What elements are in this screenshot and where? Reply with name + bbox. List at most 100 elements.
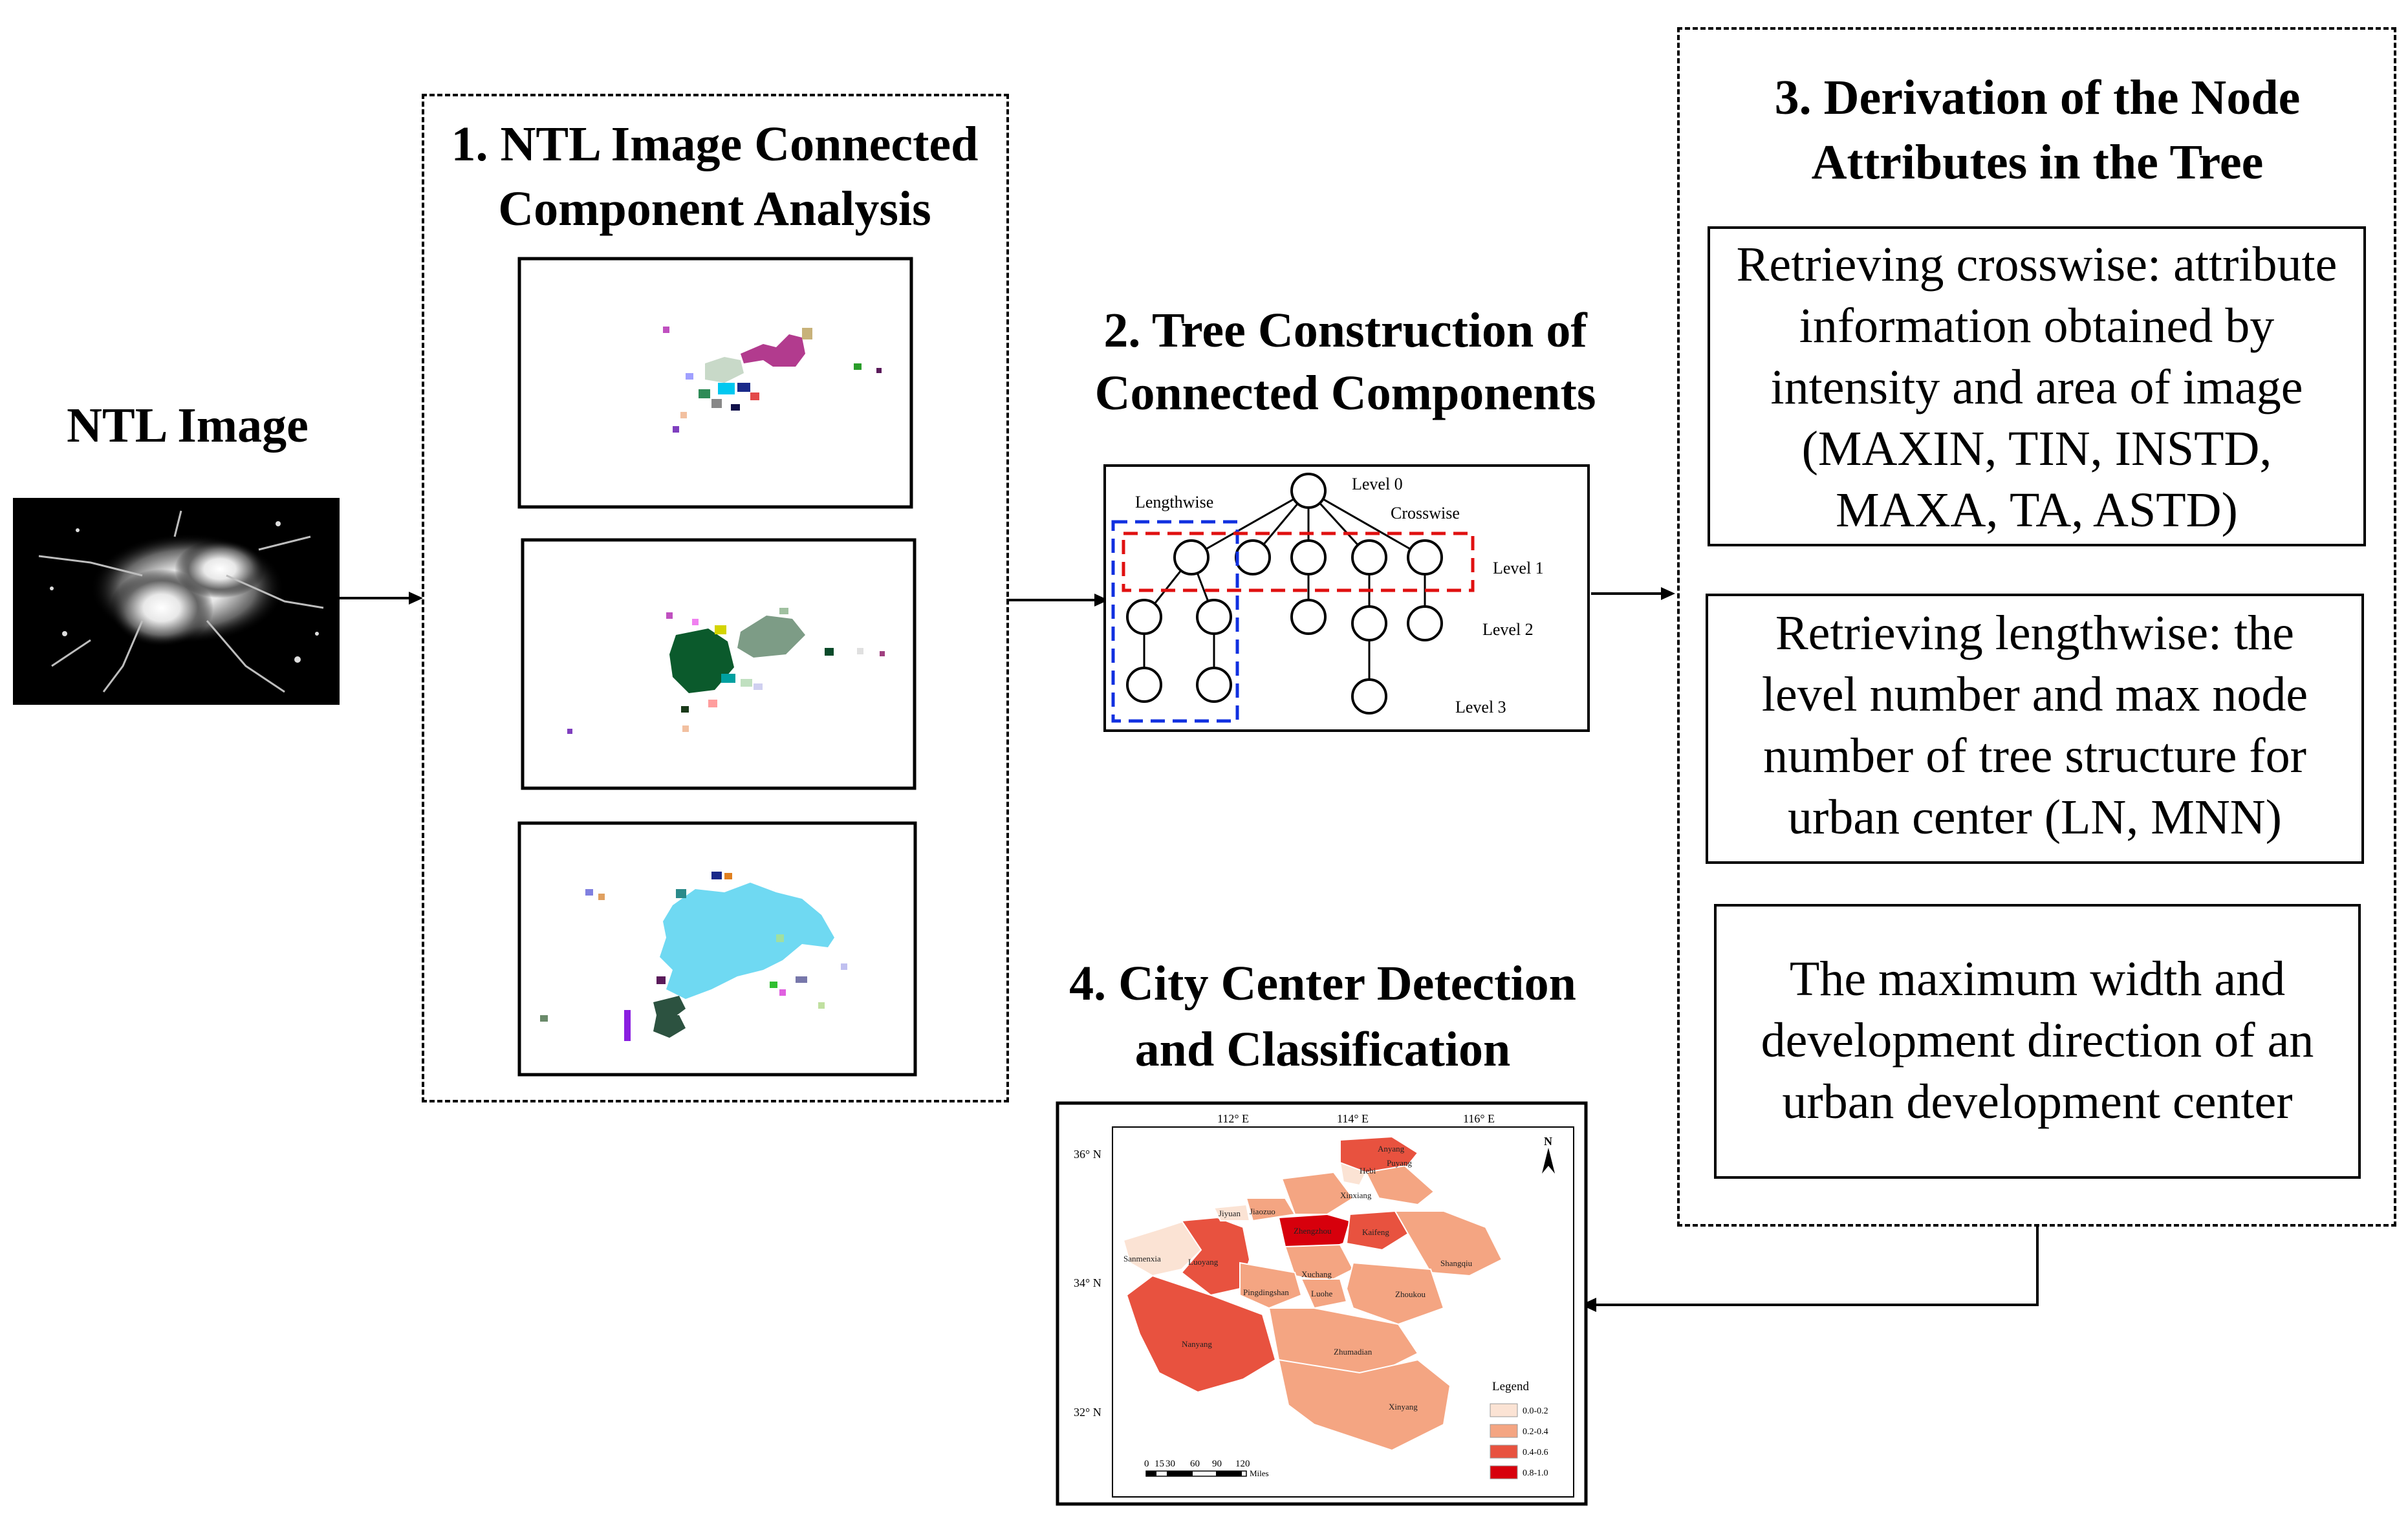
region-nanyang [1125,1274,1277,1393]
legend-swatch [1490,1403,1518,1417]
city-label: Luoyang [1188,1257,1219,1267]
city-label: Sanmenxia [1123,1254,1161,1263]
north-arrow-icon: N [1542,1135,1555,1174]
tree-node [1196,667,1232,703]
region-luohe [1300,1278,1348,1309]
svg-text:N: N [1544,1135,1552,1148]
tree-node [1351,678,1387,715]
region-kaifeng [1345,1210,1409,1251]
region-hebi [1339,1161,1367,1187]
city-label: Luohe [1311,1289,1332,1298]
lengthwise-text-line: urban center (LN, MNN) [1788,790,2282,844]
step2-title-line1: 2. Tree Construction of [1103,303,1587,358]
lat-label: 32° N [1074,1406,1101,1419]
svg-text:30: 30 [1166,1459,1175,1469]
scale-bar: 0 15 30 60 90 120 Miles [1144,1459,1269,1478]
city-label: Xinyang [1389,1402,1418,1412]
tree-node [1407,605,1443,641]
map-legend: Legend 0.0-0.2 0.2-0.4 0.4-0.6 0.8-1.0 [1490,1380,1548,1479]
tree-node [1351,539,1387,575]
level-2-label: Level 2 [1482,620,1534,639]
step1-title-line2: Component Analysis [498,182,931,236]
development-direction-box: The maximum width and development direct… [1714,904,2361,1179]
development-text-line: urban development center [1782,1075,2293,1129]
lat-label: 34° N [1074,1276,1101,1289]
crosswise-text-line: intensity and area of image [1770,360,2303,414]
arrow-step3-to-step4 [1581,1225,2039,1312]
step1-title-line1: 1. NTL Image Connected [451,117,979,171]
city-label: Xuchang [1301,1269,1332,1279]
city-label: Zhengzhou [1294,1226,1332,1236]
legend-swatch [1490,1465,1518,1479]
step3-title-line2: Attributes in the Tree [1811,135,2264,189]
svg-text:Legend: Legend [1492,1380,1529,1393]
ntl-image-title: NTL Image [67,398,309,453]
city-label: Zhoukou [1395,1289,1426,1299]
svg-text:60: 60 [1190,1459,1200,1469]
step4-title-line1: 4. City Center Detection [1069,956,1576,1011]
tree-node [1126,667,1162,703]
tree-diagram: Level 0 Crosswise Lengthwise Level 1 Lev… [1103,464,1590,732]
lengthwise-text-line: level number and max node [1761,667,2308,722]
city-label: Zhumadian [1334,1347,1372,1357]
level-1-label: Level 1 [1493,559,1544,577]
svg-text:0.4-0.6: 0.4-0.6 [1523,1448,1548,1457]
tree-node [1235,539,1271,575]
tree-node [1351,605,1387,641]
ntl-image [13,498,340,705]
region-shangqiu [1394,1210,1503,1277]
level-0-label: Level 0 [1352,475,1403,493]
tree-node [1173,539,1209,575]
lengthwise-text-line: number of tree structure for [1763,729,2306,783]
crosswise-label: Crosswise [1391,504,1460,522]
region-xinxiang [1281,1171,1354,1215]
lengthwise-attributes-box: Retrieving lengthwise: the level number … [1706,594,2364,864]
component-image-2 [521,538,917,790]
region-puyang [1365,1165,1435,1206]
development-text-line: development direction of an [1761,1013,2314,1068]
step2-title-line2: Connected Components [1094,366,1596,420]
lat-label: 36° N [1074,1148,1101,1161]
city-label: Puyang [1387,1158,1413,1168]
svg-text:120: 120 [1235,1459,1250,1469]
tree-node [1290,539,1327,575]
svg-text:0.0-0.2: 0.0-0.2 [1523,1406,1548,1416]
crosswise-attributes-box: Retrieving crosswise: attribute informat… [1708,226,2366,546]
region-jiyuan [1213,1203,1251,1221]
city-label: Xinxiang [1340,1190,1372,1200]
city-label: Anyang [1378,1144,1405,1154]
region-xuchang [1284,1243,1354,1284]
tree-node [1290,473,1327,509]
arrow-step1-to-step2 [1006,594,1109,607]
lengthwise-text-line: Retrieving lengthwise: the [1775,606,2295,660]
lon-label: 112° E [1217,1112,1249,1125]
svg-text:90: 90 [1212,1459,1222,1469]
city-label: Kaifeng [1362,1227,1389,1237]
crosswise-box [1122,532,1475,592]
city-label: Nanyang [1182,1339,1212,1349]
development-text-line: The maximum width and [1789,952,2286,1006]
svg-text:0.2-0.4: 0.2-0.4 [1523,1427,1548,1437]
lon-label: 114° E [1337,1112,1369,1125]
step1-panel [422,94,1009,1102]
component-image-1 [517,257,913,509]
region-pingdingshan [1239,1262,1303,1309]
legend-swatch [1490,1424,1518,1438]
lengthwise-box [1111,520,1239,723]
arrow-ntl-to-step1 [340,592,423,605]
crosswise-text-line: MAXA, TA, ASTD) [1836,483,2238,537]
arrow-step2-to-step3 [1591,587,1675,600]
tree-node [1407,539,1443,575]
crosswise-text-line: (MAXIN, TIN, INSTD, [1801,422,2272,476]
step4-title-line2: and Classification [1134,1022,1511,1077]
city-center-map: 112° E 114° E 116° E 36° N 34° N 32° N A… [1056,1101,1588,1506]
step3-title-line1: 3. Derivation of the Node [1774,70,2301,125]
city-label: Hebi [1360,1166,1376,1176]
svg-text:0.8-1.0: 0.8-1.0 [1523,1468,1548,1478]
lengthwise-label: Lengthwise [1135,493,1213,511]
tree-node [1196,599,1232,635]
crosswise-text-line: Retrieving crosswise: attribute [1736,237,2337,292]
svg-text:15: 15 [1155,1459,1164,1469]
city-label: Jiyuan [1219,1209,1241,1218]
city-label: Jiaozuo [1250,1207,1275,1216]
